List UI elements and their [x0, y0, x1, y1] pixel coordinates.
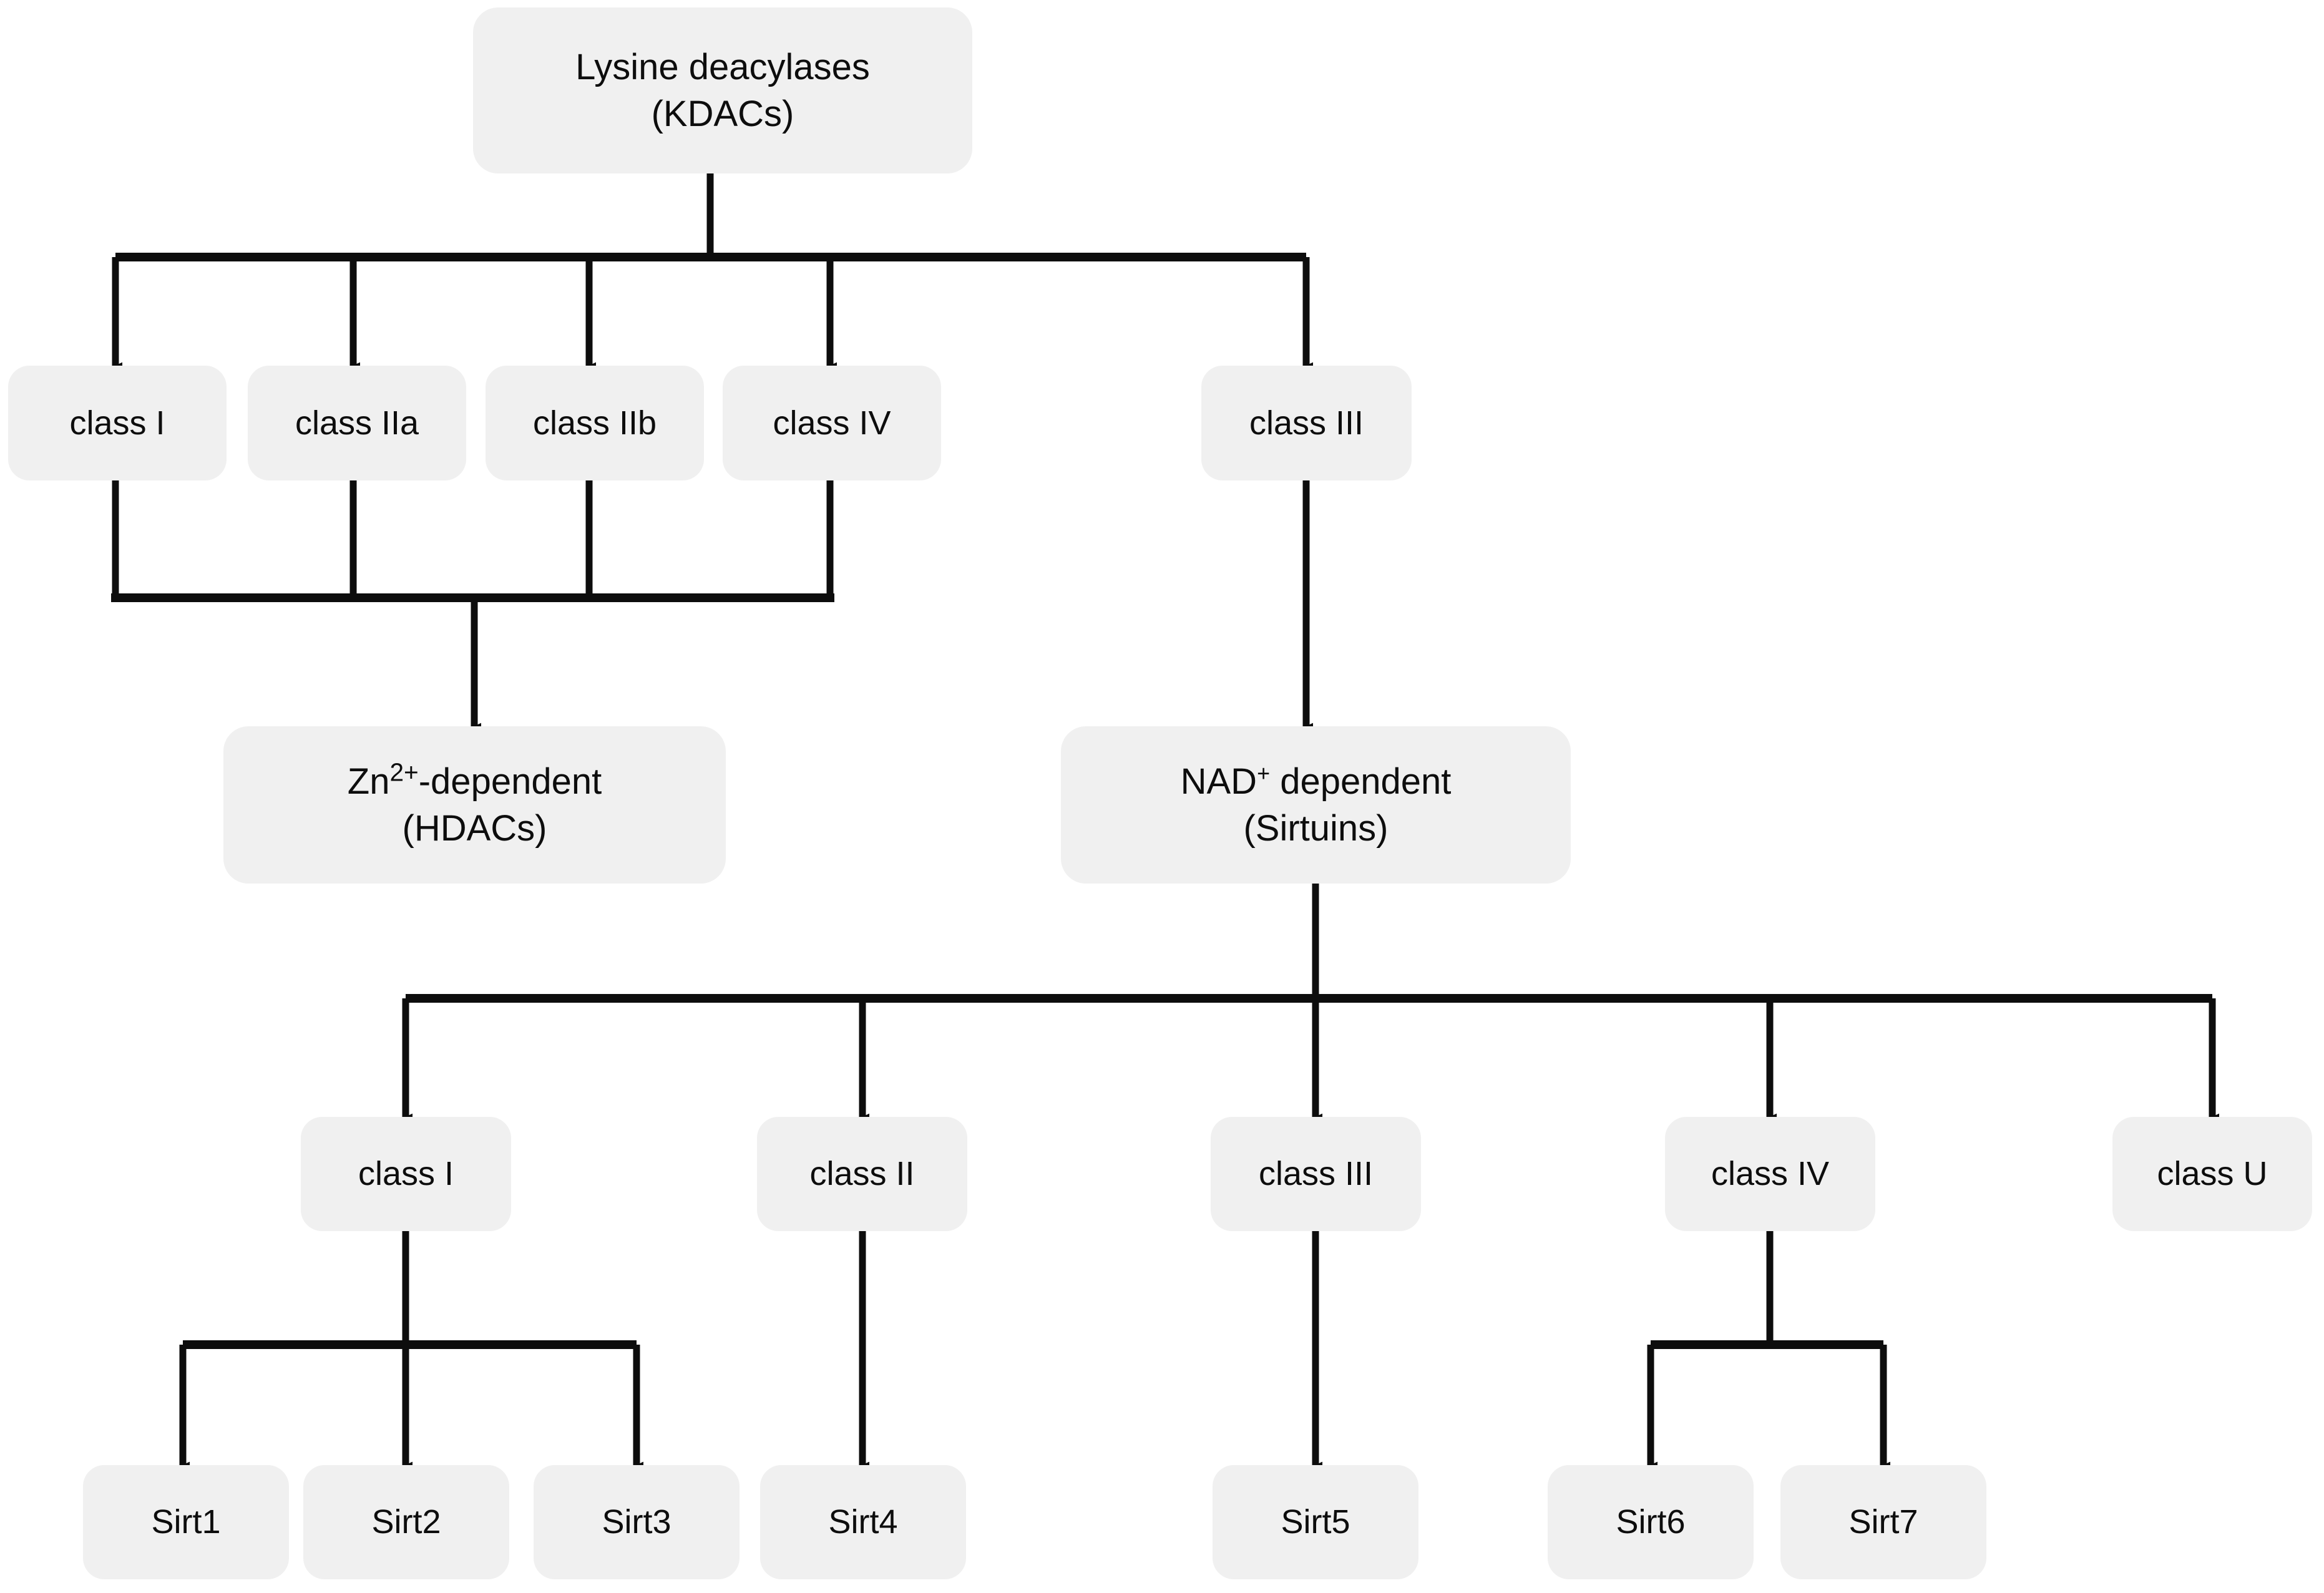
node-sirt4-label: Sirt4 [828, 1503, 898, 1541]
zinc-charge-superscript: 2+ [389, 758, 419, 787]
node-sirt-class-iii[interactable]: class III [1211, 1117, 1421, 1231]
node-sirt-class-iii-label: class III [1258, 1155, 1374, 1193]
node-sirt7[interactable]: Sirt7 [1780, 1465, 1986, 1579]
node-sirt1[interactable]: Sirt1 [83, 1465, 289, 1579]
nad-charge-superscript: + [1257, 760, 1271, 786]
edges-root-to-kdac-classes [112, 173, 1313, 369]
node-sirt5[interactable]: Sirt5 [1213, 1465, 1418, 1579]
node-sirt-class-ii[interactable]: class II [757, 1117, 967, 1231]
node-nad-dependent-sirtuins[interactable]: NAD+ dependent(Sirtuins) [1061, 726, 1571, 884]
node-sirt-class-ii-label: class II [809, 1155, 915, 1193]
node-zinc-dependent-hdacs[interactable]: Zn2+-dependent(HDACs) [223, 726, 726, 884]
node-kdac-class-iia[interactable]: class IIa [248, 366, 466, 480]
node-kdac-class-iii-label: class III [1249, 404, 1364, 442]
node-kdac-class-i[interactable]: class I [8, 366, 227, 480]
node-sirt2-label: Sirt2 [371, 1503, 441, 1541]
node-sirt3-label: Sirt3 [602, 1503, 671, 1541]
node-sirt1-label: Sirt1 [151, 1503, 221, 1541]
edges-sirt-class-I-to-sirtuins [179, 1231, 643, 1469]
node-kdac-class-iii[interactable]: class III [1201, 366, 1412, 480]
node-sirt-class-u[interactable]: class U [2112, 1117, 2312, 1231]
node-sirt-class-iv[interactable]: class IV [1665, 1117, 1875, 1231]
node-sirt-class-u-label: class U [2157, 1155, 2268, 1193]
node-kdac-class-i-label: class I [69, 404, 165, 442]
edges-sirt-class-IV-to-sirtuins [1647, 1231, 1890, 1469]
node-sirt6-label: Sirt6 [1616, 1503, 1686, 1541]
node-root-kdacs-label: Lysine deacylases(KDACs) [575, 46, 870, 134]
node-sirt7-label: Sirt7 [1848, 1503, 1918, 1541]
node-kdac-class-iv[interactable]: class IV [723, 366, 941, 480]
edges-kdac-classes-to-zinc [111, 480, 834, 730]
edges-nad-to-sirtuin-classes [402, 884, 2219, 1121]
node-sirt3[interactable]: Sirt3 [534, 1465, 740, 1579]
node-sirt-class-i-label: class I [358, 1155, 454, 1193]
node-zinc-dependent-hdacs-label: Zn2+-dependent(HDACs) [347, 758, 602, 849]
node-root-kdacs[interactable]: Lysine deacylases(KDACs) [473, 7, 972, 173]
node-kdac-class-iv-label: class IV [773, 404, 891, 442]
node-sirt-class-iv-label: class IV [1711, 1155, 1830, 1193]
node-nad-dependent-sirtuins-label: NAD+ dependent(Sirtuins) [1180, 760, 1452, 849]
node-sirt4[interactable]: Sirt4 [760, 1465, 966, 1579]
node-kdac-class-iib[interactable]: class IIb [486, 366, 704, 480]
node-sirt2[interactable]: Sirt2 [303, 1465, 509, 1579]
node-sirt-class-i[interactable]: class I [301, 1117, 511, 1231]
node-kdac-class-iib-label: class IIb [532, 404, 657, 442]
node-sirt5-label: Sirt5 [1281, 1503, 1350, 1541]
node-kdac-class-iia-label: class IIa [295, 404, 419, 442]
node-sirt6[interactable]: Sirt6 [1548, 1465, 1754, 1579]
